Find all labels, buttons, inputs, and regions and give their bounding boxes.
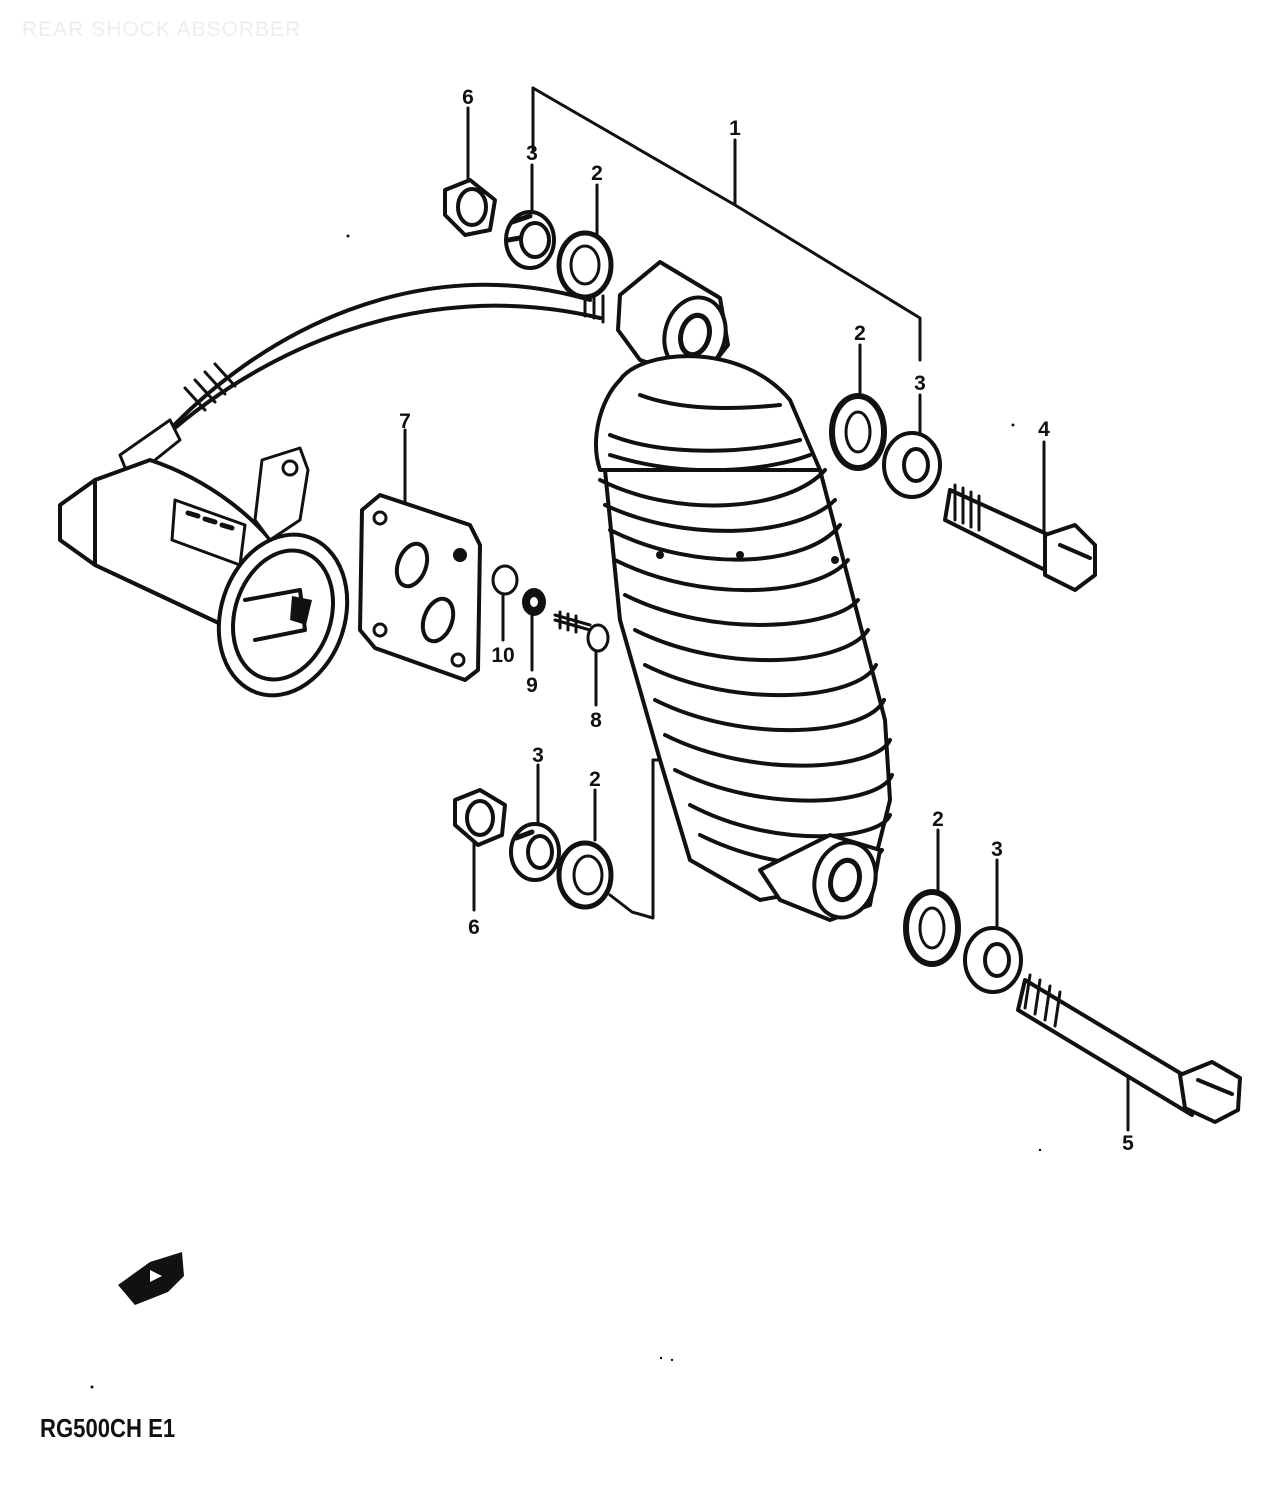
part-8-screw [553,610,610,653]
callout-2-bottom-left: 2 [589,768,601,791]
callout-10: 10 [491,644,514,667]
part-1-shock-absorber [594,260,894,922]
callout-7: 7 [399,410,411,433]
part-3-top-right-collar [882,431,942,499]
callout-4: 4 [1038,418,1050,441]
part-2-bottom-left-seal [556,840,614,910]
scan-specks [90,234,1042,1389]
part-3-top-left-collar [504,210,556,270]
part-3-bottom-right-collar [963,926,1023,994]
front-arrow-icon [118,1252,184,1305]
callout-6-top: 6 [462,86,474,109]
part-9-nut [522,588,546,616]
part-2-bottom-right-seal [903,889,961,967]
part-6-top-cap [443,178,497,237]
callout-9: 9 [526,674,538,697]
callout-3-top-right: 3 [914,372,926,395]
part-3-bottom-left-collar [509,822,561,882]
callout-2-top-left: 2 [591,162,603,185]
reservoir-canister [58,446,350,698]
part-7-bracket-plate [358,493,482,682]
part-2-top-right-seal [829,393,887,471]
callout-3-top-left: 3 [526,142,538,165]
callout-3-bottom-right: 3 [991,838,1003,861]
part-5-lower-bolt [1016,973,1242,1124]
callout-2-top-right: 2 [854,322,866,345]
page-title: REAR SHOCK ABSORBER [22,18,302,41]
callout-3-bottom-left: 3 [532,744,544,767]
model-code: RG500CH E1 [40,1413,176,1443]
callout-2-bottom-right: 2 [932,808,944,831]
part-10-washer [491,564,519,596]
callout-6-bottom: 6 [468,916,480,939]
callout-1: 1 [729,117,741,140]
part-4-upper-bolt [943,483,1097,592]
callout-8: 8 [590,709,602,732]
part-6-bottom-cap [453,788,507,847]
callout-5: 5 [1122,1132,1134,1155]
reservoir-hose [118,282,605,482]
part-2-top-left-seal [556,230,614,300]
callout-labels: 6 3 2 1 2 3 4 7 10 9 8 3 2 6 2 3 5 [399,86,1134,1155]
